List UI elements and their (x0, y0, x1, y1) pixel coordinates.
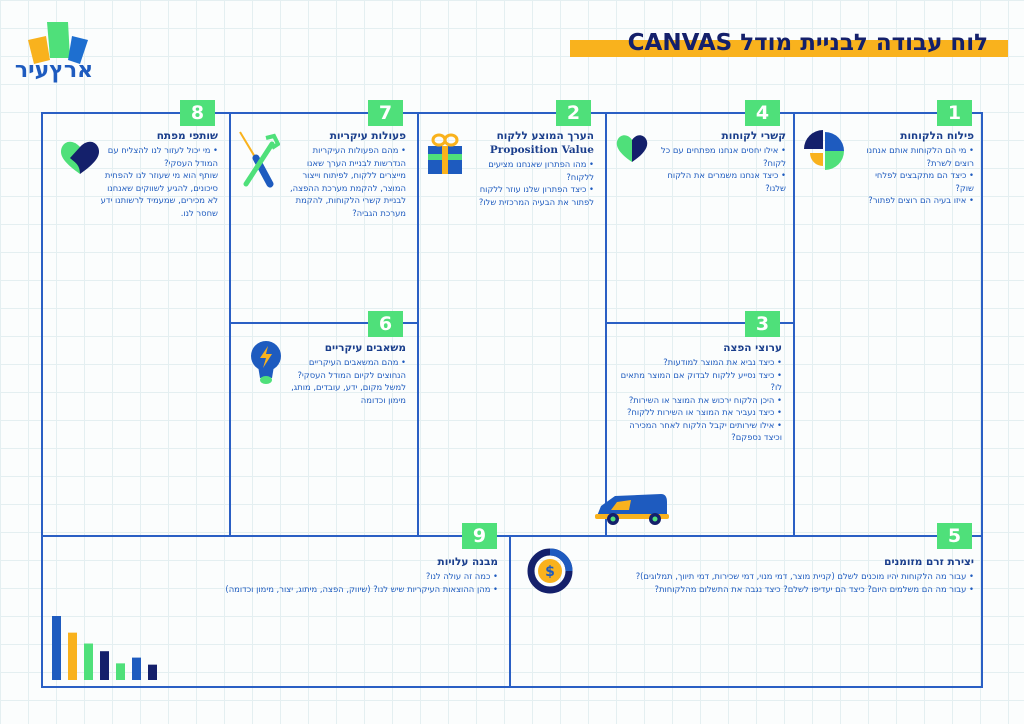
block-line: • כמה זה עולה לנו? (425, 571, 498, 581)
van-icon (595, 494, 669, 525)
logo-icon (28, 22, 88, 64)
customer-relationships-block: קשרי לקוחות • אילו יחסים אנחנו מפתחים עם… (654, 130, 786, 194)
block-line: • מהם הפעולות העיקריות הנדרשות לבניית הע… (289, 145, 406, 218)
gift-icon (428, 133, 462, 174)
value-proposition-block: הערך המוצע ללקוח Proposition Value • מהו… (464, 130, 594, 208)
grid-col-divider (417, 112, 419, 536)
badge-1: 1 (937, 100, 972, 126)
block-title: יצירת זרם מזומנים (884, 556, 974, 568)
grid-col-divider (229, 112, 231, 536)
grid-border-right (981, 112, 983, 688)
block-line: • מהם המשאבים העיקריים הנחוצים לקיום המו… (291, 357, 406, 405)
pie-chart-icon (804, 130, 844, 170)
block-line: • כיצד נביא את המוצר למודעות? (663, 357, 782, 367)
block-title-en: Proposition Value (489, 144, 594, 156)
page-title: לוח עבודה לבניית מודל CANVAS (627, 30, 988, 56)
grid-row-divider (41, 535, 983, 537)
badge-3: 3 (745, 311, 780, 337)
block-line: • עבור מה הלקוחות יהיו מוכנים לשלם (קניי… (635, 571, 974, 581)
block-title: שותפי מפתח (156, 130, 218, 142)
grid-border-top (41, 112, 983, 114)
block-title: משאבים עיקריים (324, 342, 406, 354)
block-line: • איזו בעיה הם רוצים לפתור? (868, 195, 974, 205)
badge-2: 2 (556, 100, 591, 126)
grid-cell-divider (229, 322, 419, 324)
block-line: • מהן ההוצאות העיקריות שיש לנו? (שיווק, … (225, 583, 498, 594)
heart-icon (616, 135, 648, 162)
bar-chart-icon (52, 616, 157, 680)
grid-col-divider (509, 535, 511, 687)
revenue-streams-block: יצירת זרם מזומנים • עבור מה הלקוחות יהיו… (594, 556, 974, 595)
badge-4: 4 (745, 100, 780, 126)
badge-8: 8 (180, 100, 215, 126)
key-resources-block: משאבים עיקריים • מהם המשאבים העיקריים הנ… (284, 342, 406, 406)
cost-icon-bar (68, 632, 77, 680)
block-line: • אילו יחסים אנחנו מפתחים עם כל לקוח? (660, 145, 786, 168)
cost-icon-bar (148, 664, 157, 680)
block-line: • מי הם הלקוחות אותם אנחנו רוצים לשרת? (866, 145, 974, 168)
key-activities-block: פעולות עיקריות • מהם הפעולות העיקריות הנ… (284, 130, 406, 219)
cost-icon-bar (100, 651, 109, 680)
cost-icon-bar (52, 616, 61, 680)
grid-col-divider (793, 112, 795, 536)
logo-text: ארץעיר (14, 58, 94, 83)
block-line: • מהו הפתרון שאנחנו מציעים ללקוח? (488, 159, 594, 182)
badge-6: 6 (368, 311, 403, 337)
block-line: • כיצד נסייע ללקוח לבדוק אם המוצר מתאים … (620, 369, 782, 393)
block-line: • עבור מה הם משלמים היום? כיצד הם יעדיפו… (654, 583, 974, 594)
block-line: • אילו שירותים יקבל הלקוח לאחר המכירה וכ… (629, 419, 782, 443)
block-title: ערוצי הפצה (723, 342, 782, 354)
cost-icon-bar (132, 657, 141, 680)
block-line: • כיצד נעביר את המוצר או השירות ללקוח? (626, 407, 782, 417)
grid-border-bottom (41, 686, 983, 688)
badge-9: 9 (462, 523, 497, 549)
dollar-coin-icon: $ (527, 548, 573, 594)
cost-structure-block: מבנה עלויות • כמה זה עולה לנו? • מהן ההו… (198, 556, 498, 595)
block-line: • מי יכול לעזור לנו להצליח עם המודל העסק… (107, 145, 218, 168)
handshake-heart-icon (60, 141, 100, 174)
cost-icon-bar (116, 663, 125, 680)
block-line: • היכן הלקוח ירכוש את המוצר או השירות? (628, 394, 782, 405)
badge-5: 5 (937, 523, 972, 549)
badge-7: 7 (368, 100, 403, 126)
grid-col-divider (605, 112, 607, 536)
block-line: • כיצד אנחנו משמרים את הלקוח שלנו? (667, 170, 786, 193)
block-line: • כיצד הם מתקבצים לפלחי שוק? (875, 170, 974, 193)
block-title: פילוח הלקוחות (900, 130, 974, 142)
block-title: מבנה עלויות (437, 556, 498, 568)
block-line: שותף הוא מי שעוזר לנו להפחית סיכונים, לה… (100, 170, 218, 218)
tools-icon (239, 131, 280, 188)
grid-cell-divider (605, 322, 795, 324)
customer-segments-block: פילוח הלקוחות • מי הם הלקוחות אותם אנחנו… (856, 130, 974, 207)
key-partners-block: שותפי מפתח • מי יכול לעזור לנו להצליח עם… (98, 130, 218, 219)
block-title: הערך המוצע ללקוח (496, 130, 594, 142)
block-title: קשרי לקוחות (721, 130, 786, 142)
block-title: פעולות עיקריות (329, 130, 406, 142)
channels-block: ערוצי הפצה • כיצד נביא את המוצר למודעות?… (612, 342, 782, 444)
grid-border-left (41, 112, 43, 688)
svg-text:$: $ (545, 564, 555, 580)
cost-icon-bar (84, 643, 93, 680)
lightbulb-icon (251, 341, 281, 384)
block-line: • כיצד הפתרון שלנו עוזר ללקוח לפתור את ה… (478, 184, 594, 207)
title-highlight (570, 40, 1008, 57)
